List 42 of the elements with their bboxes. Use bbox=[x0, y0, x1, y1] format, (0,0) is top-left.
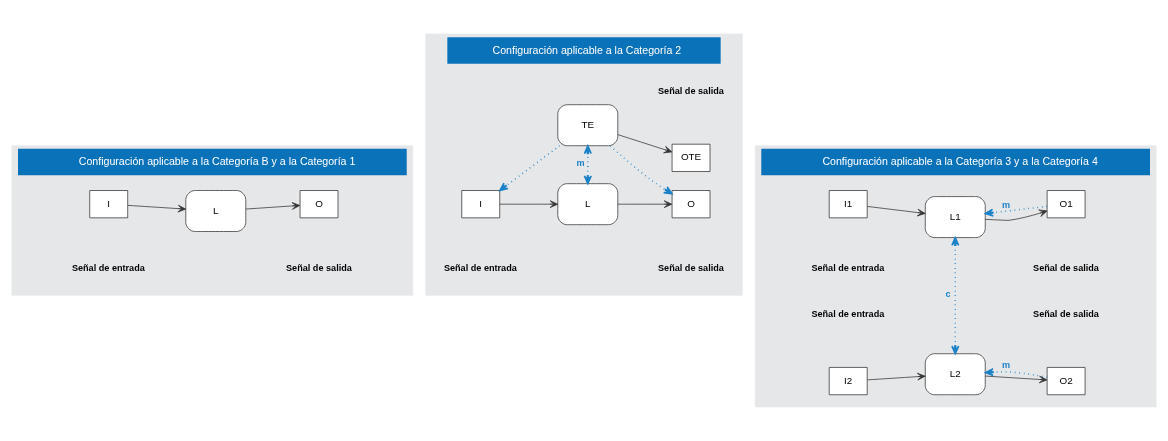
edge-label: m bbox=[1001, 199, 1011, 210]
arrow bbox=[127, 204, 187, 213]
node-box: I bbox=[89, 190, 129, 219]
arrow bbox=[499, 145, 561, 192]
arrow bbox=[984, 205, 1048, 217]
arrow bbox=[951, 236, 960, 355]
arrow bbox=[984, 375, 1048, 384]
arrow bbox=[866, 372, 926, 381]
label: Señal de entrada bbox=[811, 263, 885, 274]
node-box: OTE bbox=[671, 143, 711, 172]
arrow bbox=[866, 206, 926, 217]
label: Señal de salida bbox=[286, 263, 352, 274]
arrow bbox=[617, 200, 673, 208]
node-box: L bbox=[557, 183, 619, 226]
node-box: O1 bbox=[1046, 190, 1086, 219]
label: Señal de salida bbox=[1033, 309, 1099, 320]
node-box: L2 bbox=[924, 353, 986, 396]
label: Señal de salida bbox=[658, 263, 724, 274]
label: Señal de salida bbox=[1033, 263, 1099, 274]
label: Señal de entrada bbox=[811, 309, 885, 320]
node-box: L bbox=[185, 190, 247, 232]
label: Señal de entrada bbox=[443, 263, 517, 274]
arrow bbox=[985, 209, 1048, 221]
node-box: O bbox=[299, 190, 339, 219]
arrow bbox=[583, 145, 592, 185]
arrow bbox=[609, 145, 673, 195]
arrow bbox=[617, 134, 673, 154]
label: Señal de entrada bbox=[71, 263, 145, 274]
node-box: I1 bbox=[828, 190, 868, 219]
arrow bbox=[499, 200, 559, 208]
node-box: O2 bbox=[1046, 367, 1086, 396]
node-box: I2 bbox=[828, 367, 868, 396]
node-box: TE bbox=[557, 104, 619, 147]
edge-label: c bbox=[945, 289, 951, 300]
arrow bbox=[984, 368, 1048, 379]
label: Señal de salida bbox=[658, 86, 724, 97]
node-box: L1 bbox=[924, 196, 986, 238]
edge-label: m bbox=[1001, 359, 1011, 370]
edge-label: m bbox=[576, 158, 585, 169]
node-box: O bbox=[671, 190, 711, 219]
arrow bbox=[245, 202, 301, 210]
node-box: I bbox=[461, 190, 501, 219]
